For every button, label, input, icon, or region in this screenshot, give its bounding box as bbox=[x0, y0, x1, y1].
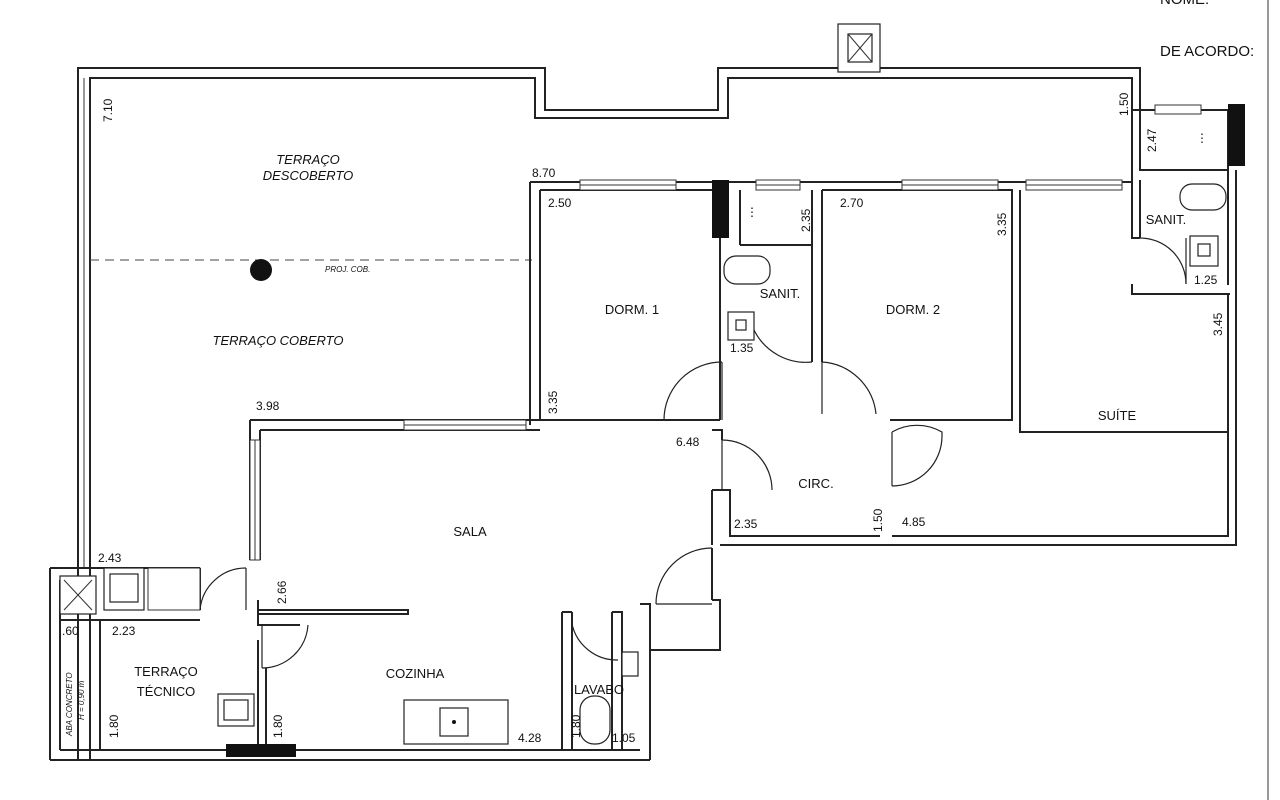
dim-1-25: 1.25 bbox=[1194, 273, 1218, 287]
dim-2-70: 2.70 bbox=[840, 196, 864, 210]
dim-3-98: 3.98 bbox=[256, 399, 280, 413]
dim-1-80-left: 1.80 bbox=[107, 714, 121, 738]
dim-3-45: 3.45 bbox=[1211, 312, 1225, 336]
shaft-solid-center bbox=[712, 180, 729, 238]
dim-0-60: .60 bbox=[62, 624, 79, 638]
aba-altura-label: H = 0,90 m bbox=[77, 680, 86, 720]
proj-cob-label: PROJ. COB. bbox=[325, 265, 370, 274]
room-terraco-tecnico-line1: TERRAÇO bbox=[134, 664, 198, 679]
shower-icon: ⋮ bbox=[1196, 131, 1208, 145]
dim-4-28: 4.28 bbox=[518, 731, 542, 745]
dim-2-50: 2.50 bbox=[548, 196, 572, 210]
shaft-solid-bottom bbox=[226, 744, 296, 757]
dim-1-50-top: 1.50 bbox=[1117, 92, 1131, 116]
shaft-box-top bbox=[837, 23, 881, 73]
room-terraco-descoberto-line1: TERRAÇO bbox=[276, 152, 340, 167]
dim-1-50-circ: 1.50 bbox=[871, 508, 885, 532]
toilet-icon bbox=[1179, 183, 1227, 211]
room-cozinha: COZINHA bbox=[386, 666, 445, 681]
dim-7-10: 7.10 bbox=[101, 98, 115, 122]
dim-2-43: 2.43 bbox=[98, 551, 122, 565]
dim-1-80-mid: 1.80 bbox=[271, 714, 285, 738]
dim-2-66: 2.66 bbox=[275, 580, 289, 604]
room-dorm1: DORM. 1 bbox=[605, 302, 659, 317]
room-sanit-right: SANIT. bbox=[1146, 212, 1186, 227]
room-suite: SUÍTE bbox=[1098, 408, 1137, 423]
de-acordo-label: DE ACORDO: bbox=[1160, 43, 1254, 60]
aba-concreto-label: ABA CONCRETO bbox=[65, 672, 74, 737]
sink-icon bbox=[621, 651, 639, 677]
doors bbox=[199, 237, 1187, 669]
room-terraco-descoberto-line2: DESCOBERTO bbox=[263, 168, 354, 183]
room-terraco-coberto: TERRAÇO COBERTO bbox=[213, 333, 344, 348]
dim-1-05: 1.05 bbox=[612, 731, 636, 745]
column-marker bbox=[250, 259, 272, 281]
nome-label: NOME: bbox=[1160, 0, 1209, 8]
dim-1-35: 1.35 bbox=[730, 341, 754, 355]
dim-4-85: 4.85 bbox=[902, 515, 926, 529]
dim-2-23: 2.23 bbox=[112, 624, 136, 638]
dim-2-47: 2.47 bbox=[1145, 128, 1159, 152]
suite-walls bbox=[711, 109, 1237, 546]
room-sanit-center: SANIT. bbox=[760, 286, 800, 301]
room-circ: CIRC. bbox=[798, 476, 833, 491]
dim-3-35-dorm2: 3.35 bbox=[995, 212, 1009, 236]
outer-top-wall bbox=[77, 67, 1141, 760]
dim-2-35-circ: 2.35 bbox=[734, 517, 758, 531]
shaft-solid-right bbox=[1228, 104, 1245, 166]
toilet-icon bbox=[579, 695, 611, 745]
dim-8-70: 8.70 bbox=[532, 166, 556, 180]
room-dorm2: DORM. 2 bbox=[886, 302, 940, 317]
room-sala: SALA bbox=[453, 524, 487, 539]
windows bbox=[147, 104, 1202, 611]
dim-6-48: 6.48 bbox=[676, 435, 700, 449]
toilet-icon bbox=[723, 255, 771, 285]
room-terraco-tecnico-line2: TÉCNICO bbox=[137, 684, 196, 699]
dim-2-35-sanit: 2.35 bbox=[799, 208, 813, 232]
room-lavabo: LAVABO bbox=[574, 682, 624, 697]
fixtures: ⋮ ⋮ bbox=[59, 131, 1227, 745]
dim-3-35-dorm1: 3.35 bbox=[546, 390, 560, 414]
dim-1-80-lav: 1.80 bbox=[569, 714, 583, 738]
shower-icon: ⋮ bbox=[746, 205, 758, 219]
